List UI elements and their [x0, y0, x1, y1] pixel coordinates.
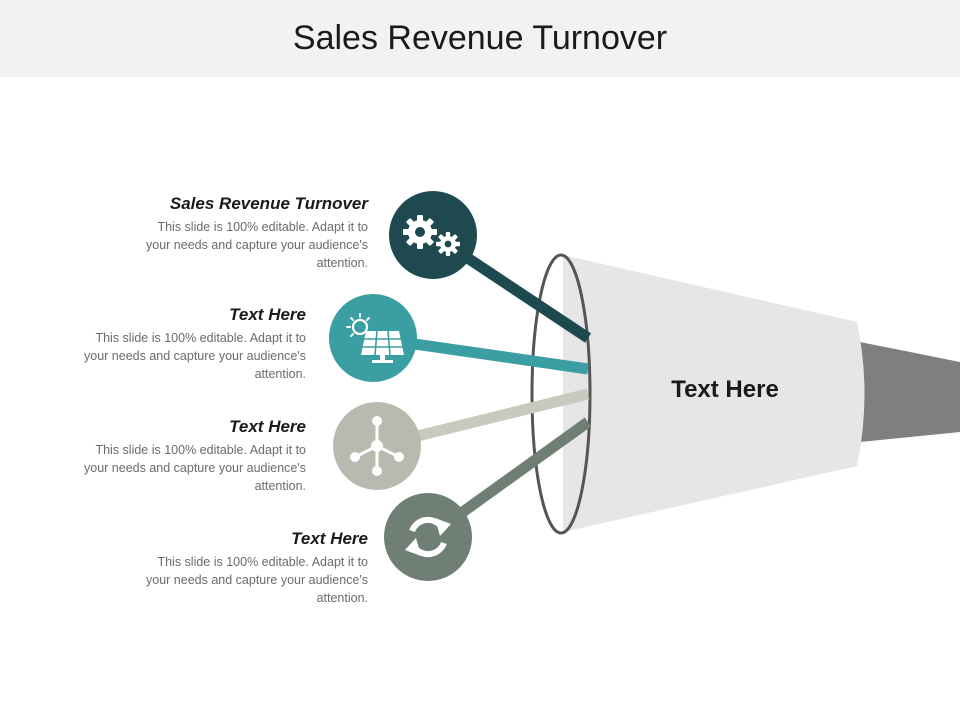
funnel-rim [530, 253, 592, 535]
item-heading: Sales Revenue Turnover [169, 194, 368, 213]
item-block-2: Text Here This slide is 100% editable. A… [70, 305, 306, 383]
refresh-icon [405, 516, 451, 558]
item-block-4: Text Here This slide is 100% editable. A… [132, 529, 368, 607]
refresh-circle [384, 493, 472, 581]
slide-title: Sales Revenue Turnover [292, 19, 668, 57]
funnel-body [563, 255, 865, 532]
item-block-1: Sales Revenue Turnover This slide is 100… [130, 194, 368, 272]
item-heading: Text Here [229, 417, 306, 436]
item-heading: Text Here [229, 305, 306, 324]
item-description: This slide is 100% editable. Adapt it to… [84, 331, 306, 381]
funnel-spout [860, 342, 960, 442]
item-heading: Text Here [291, 529, 368, 548]
item-description: This slide is 100% editable. Adapt it to… [146, 555, 368, 605]
title-bar [0, 0, 960, 77]
solar-panel-icon [346, 313, 404, 363]
item-block-3: Text Here This slide is 100% editable. A… [70, 417, 306, 495]
item-description: This slide is 100% editable. Adapt it to… [146, 220, 368, 270]
funnel-label: Text Here [671, 376, 779, 403]
network-icon [350, 416, 404, 476]
gears-icon [403, 215, 460, 256]
item-description: This slide is 100% editable. Adapt it to… [84, 443, 306, 493]
